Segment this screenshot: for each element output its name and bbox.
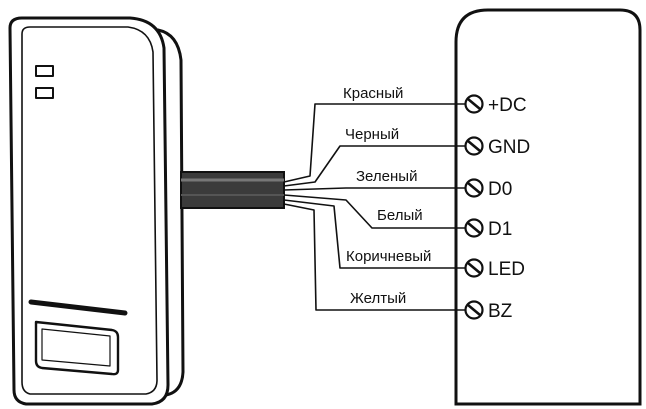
wire-black (283, 145, 466, 187)
terminal-label-dc: +DC (488, 95, 527, 116)
terminal-screw-gnd-icon (464, 136, 484, 156)
wire-label-yellow: Желтый (350, 290, 406, 307)
terminal-screw-d0-icon (464, 178, 484, 198)
terminal-label-d0: D0 (488, 179, 512, 200)
wire-yellow (283, 203, 466, 311)
wire-label-brown: Коричневый (346, 248, 431, 265)
wire-red (283, 103, 466, 183)
wire-green (283, 187, 466, 191)
indicator-led-bottom (35, 87, 54, 99)
terminal-screws (464, 94, 484, 320)
terminal-label-bz: BZ (488, 301, 513, 322)
wire-white (283, 194, 466, 229)
terminal-label-led: LED (488, 259, 525, 280)
terminal-label-gnd: GND (488, 137, 530, 158)
wire-label-black: Черный (345, 126, 399, 143)
terminal-screw-bz-icon (464, 300, 484, 320)
wires (283, 103, 466, 311)
terminal-screw-dc-icon (464, 94, 484, 114)
card-reader-front (8, 16, 170, 406)
wire-label-white: Белый (377, 207, 423, 224)
card-reader-bevel (21, 26, 158, 395)
indicator-led-top (35, 65, 54, 77)
controller-box (454, 8, 642, 406)
wire-label-green: Зеленый (356, 168, 417, 185)
card-reader (8, 16, 185, 406)
wire-brown (283, 199, 466, 269)
cable (180, 171, 285, 209)
wire-label-red: Красный (343, 85, 403, 102)
terminal-screw-led-icon (464, 258, 484, 278)
card-reader-window (34, 320, 120, 376)
terminal-label-d1: D1 (488, 219, 512, 240)
terminal-screw-d1-icon (464, 218, 484, 238)
card-reader-stripe (28, 299, 128, 316)
